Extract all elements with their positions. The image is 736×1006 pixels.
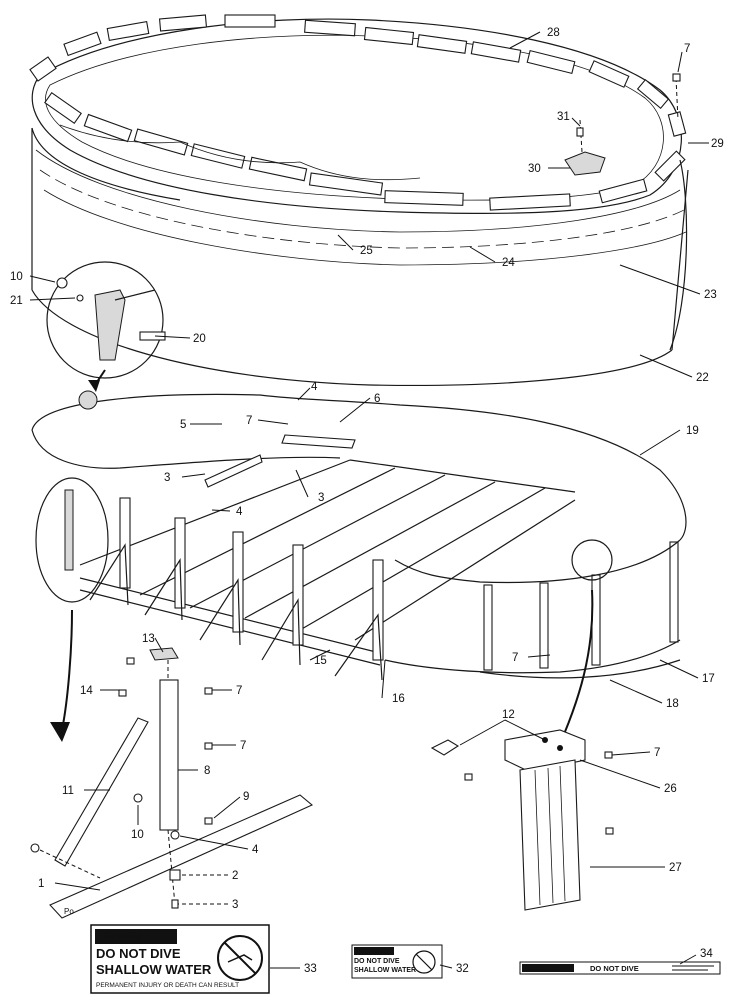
- screw-part-7-top: [672, 73, 681, 121]
- callout-15: 15: [314, 655, 327, 667]
- callout-10: 10: [10, 271, 23, 283]
- top-cap: [83, 113, 133, 143]
- top-cap: [308, 172, 384, 196]
- top-cap: [526, 49, 576, 75]
- top-cap: [29, 56, 57, 82]
- callout-26: 26: [664, 783, 677, 795]
- danger-sign-medium-header: DANGER: [356, 949, 386, 956]
- top-cap: [489, 193, 571, 211]
- callout-7: 7: [684, 43, 690, 55]
- top-cap: [190, 143, 246, 169]
- bottom-plate-detail: Po: [30, 647, 314, 919]
- callout-4: 4: [236, 506, 243, 518]
- callout-23: 23: [704, 289, 717, 301]
- callout-3: 3: [164, 472, 170, 484]
- callout-6: 6: [374, 393, 380, 405]
- danger-sign-strip-line1: DO NOT DIVE: [590, 964, 639, 973]
- callout-7: 7: [236, 685, 242, 697]
- callout-27: 27: [669, 862, 682, 874]
- top-cap: [363, 26, 415, 46]
- top-ledge-caps: [29, 14, 687, 211]
- top-cap: [667, 111, 687, 137]
- top-cap: [470, 41, 522, 63]
- top-cap: [384, 190, 464, 206]
- callout-3: 3: [318, 492, 324, 504]
- danger-sign-strip-header: DANGER: [526, 964, 559, 973]
- bracket-detail-callout: [46, 261, 166, 392]
- callout-24: 24: [502, 257, 515, 269]
- danger-sign-medium-line2: SHALLOW WATER: [354, 967, 416, 974]
- callout-4: 4: [252, 844, 259, 856]
- top-seat-part-30: [564, 119, 606, 176]
- callout-32: 32: [456, 963, 469, 975]
- upright-detail: [430, 729, 614, 911]
- top-cap: [224, 14, 276, 28]
- no-diving-icon: [412, 950, 436, 974]
- no-diving-icon: [217, 935, 263, 981]
- top-cap: [63, 31, 102, 57]
- callout-33: 33: [304, 963, 317, 975]
- top-cap: [133, 128, 189, 156]
- callout-7: 7: [654, 747, 660, 759]
- callout-5: 5: [180, 419, 186, 431]
- callout-19: 19: [686, 425, 699, 437]
- svg-text:Po: Po: [64, 907, 74, 916]
- callout-29: 29: [711, 138, 724, 150]
- lower-frame: [31, 390, 687, 770]
- danger-sign-strip: DANGER DO NOT DIVE: [519, 961, 721, 975]
- callout-12: 12: [502, 709, 515, 721]
- callout-numbers: 28 7 31 29 30 25 24 23 22 10 21 20 4 6 7…: [10, 27, 724, 975]
- upright-post: [199, 531, 244, 646]
- upright-post: [144, 517, 186, 621]
- callout-7: 7: [246, 415, 252, 427]
- upright-post: [89, 497, 131, 606]
- callout-16: 16: [392, 693, 405, 705]
- callout-8: 8: [204, 765, 210, 777]
- top-cap: [636, 78, 670, 110]
- danger-sign-large-header: DANGER: [100, 929, 157, 944]
- top-cap: [158, 14, 208, 32]
- callout-4: 4: [311, 381, 318, 393]
- callout-7: 7: [240, 740, 246, 752]
- danger-sign-medium-line1: DO NOT DIVE: [354, 958, 400, 965]
- top-cap: [44, 91, 82, 125]
- callout-30: 30: [528, 163, 541, 175]
- callout-28: 28: [547, 27, 560, 39]
- callout-2: 2: [232, 870, 238, 882]
- callout-1: 1: [38, 878, 44, 890]
- top-cap: [248, 156, 308, 182]
- callout-9: 9: [243, 791, 249, 803]
- pool-wall-liner: [31, 124, 689, 387]
- top-cap: [416, 34, 468, 54]
- callout-7: 7: [512, 652, 518, 664]
- upright-post: [334, 559, 384, 681]
- leader-lines: [29, 31, 709, 969]
- callout-10: 10: [131, 829, 144, 841]
- callout-14: 14: [80, 685, 93, 697]
- callout-17: 17: [702, 673, 715, 685]
- callout-18: 18: [666, 698, 679, 710]
- danger-sign-large-line1: DO NOT DIVE: [96, 946, 181, 961]
- callout-13: 13: [142, 633, 155, 645]
- callout-34: 34: [700, 948, 713, 960]
- callout-3: 3: [232, 899, 238, 911]
- top-cap: [106, 20, 150, 42]
- callout-20: 20: [193, 333, 206, 345]
- danger-sign-large-line2: SHALLOW WATER: [96, 962, 212, 977]
- top-cap: [598, 178, 648, 204]
- top-cap: [588, 60, 630, 88]
- danger-sign-medium: DANGER DO NOT DIVE SHALLOW WATER: [351, 944, 443, 979]
- upright-post: [261, 544, 304, 666]
- callout-11: 11: [62, 785, 74, 797]
- callout-21: 21: [10, 295, 23, 307]
- callout-22: 22: [696, 372, 709, 384]
- callout-31: 31: [557, 111, 570, 123]
- callout-25: 25: [360, 245, 373, 257]
- danger-sign-large: DANGER DO NOT DIVE SHALLOW WATER PERMANE…: [90, 924, 270, 994]
- danger-sign-large-line3: PERMANENT INJURY OR DEATH CAN RESULT: [96, 982, 239, 989]
- top-cap: [304, 19, 356, 37]
- top-cap: [654, 150, 686, 182]
